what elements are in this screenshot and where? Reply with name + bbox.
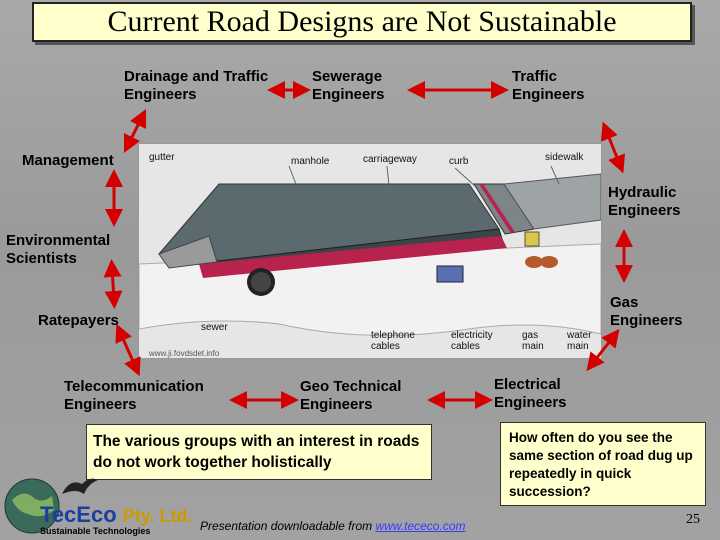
title-box: Current Road Designs are Not Sustainable bbox=[32, 2, 692, 42]
label-sewerage-engineers: Sewerage Engineers bbox=[312, 68, 385, 103]
diagram-label-sewer: sewer bbox=[201, 322, 228, 333]
holistic-callout-text: The various groups with an interest in r… bbox=[93, 433, 420, 471]
label-drainage-traffic-engineers: Drainage and Traffic Engineers bbox=[124, 68, 269, 103]
arrow-environmental-ratepayers bbox=[103, 259, 123, 309]
arrow-ratepayers-telecom bbox=[115, 323, 141, 377]
logo-eco: Eco bbox=[76, 502, 117, 527]
slide-title: Current Road Designs are Not Sustainable bbox=[107, 5, 617, 38]
dug-up-callout-text: How often do you see the same section of… bbox=[509, 430, 693, 499]
label-ratepayers: Ratepayers bbox=[38, 312, 119, 329]
page-number: 25 bbox=[686, 512, 700, 527]
diagram-source: www.ji.fovdsdet.info bbox=[149, 349, 220, 358]
dug-up-callout: How often do you see the same section of… bbox=[500, 422, 706, 506]
footer: Presentation downloadable from www.tecec… bbox=[200, 519, 465, 533]
diagram-label-telephone-cables: telephone cables bbox=[371, 330, 415, 352]
label-geo-technical-engineers: Geo Technical Engineers bbox=[300, 378, 402, 413]
label-gas-engineers: Gas Engineers bbox=[610, 294, 683, 329]
diagram-label-sidewalk: sidewalk bbox=[545, 152, 584, 163]
diagram-label-curb: curb bbox=[449, 156, 469, 167]
arrow-gas-electrical bbox=[586, 328, 620, 372]
road-cross-section-image: gutter manhole carriageway curb sidewalk… bbox=[138, 143, 602, 359]
label-management: Management bbox=[22, 152, 114, 169]
logo-pty: Pty. Ltd. bbox=[122, 506, 193, 526]
logo-tec: Tec bbox=[40, 502, 77, 527]
logo-tagline: Sustainable Technologies bbox=[40, 526, 151, 536]
diagram-label-gutter: gutter bbox=[149, 152, 175, 163]
bird-logo-icon bbox=[62, 478, 98, 494]
footer-link[interactable]: www.tececo.com bbox=[375, 519, 466, 533]
arrow-management-drainage bbox=[123, 108, 147, 154]
label-hydraulic-engineers: Hydraulic Engineers bbox=[608, 184, 681, 219]
diagram-label-electricity-cables: electricity cables bbox=[451, 330, 493, 352]
diagram-label-manhole: manhole bbox=[291, 156, 330, 167]
diagram-label-gas-main: gas main bbox=[522, 330, 544, 352]
label-traffic-engineers: Traffic Engineers bbox=[512, 68, 585, 103]
holistic-callout: The various groups with an interest in r… bbox=[86, 424, 432, 480]
footer-text: Presentation downloadable from bbox=[200, 519, 376, 533]
diagram-label-carriageway: carriageway bbox=[363, 154, 417, 165]
label-electrical-engineers: Electrical Engineers bbox=[494, 376, 567, 411]
road-cross-section-drawing bbox=[139, 144, 601, 358]
arrow-traffic-hydraulic bbox=[600, 121, 626, 174]
globe-logo-icon bbox=[4, 478, 60, 534]
logo-wordmark: TecEco Pty. Ltd. bbox=[40, 502, 192, 528]
label-telecommunication-engineers: Telecommunication Engineers bbox=[64, 378, 204, 413]
diagram-label-water-main: water main bbox=[567, 330, 592, 352]
label-environmental-scientists: Environmental Scientists bbox=[6, 232, 111, 267]
